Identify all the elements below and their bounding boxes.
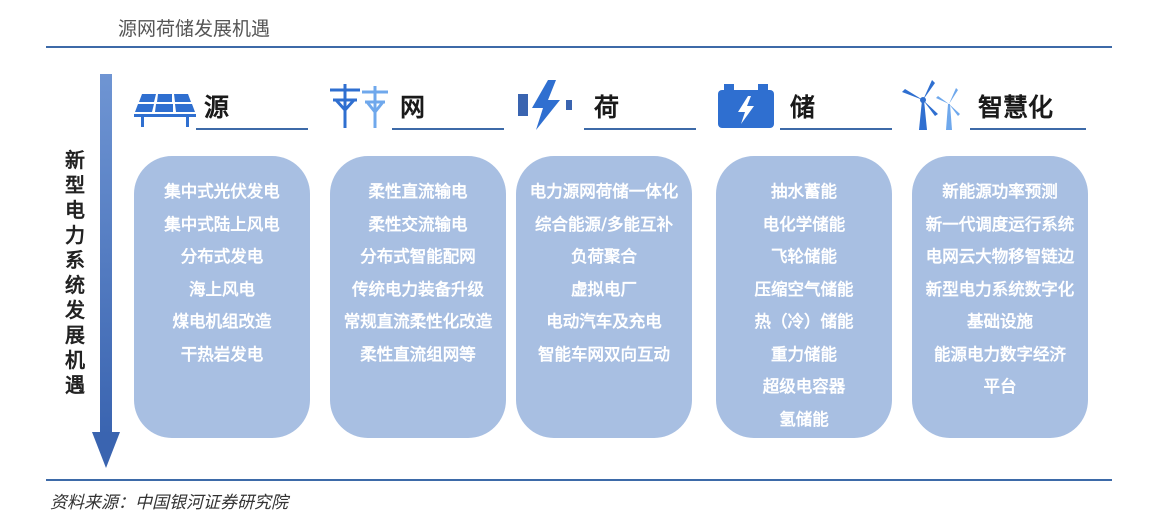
side-label: 新型电力系统发展机遇	[65, 148, 85, 397]
list-item: 电网云大物移智链边	[925, 247, 1075, 266]
list-item: 电力源网荷储一体化	[529, 182, 679, 201]
list-item: 海上风电	[189, 279, 255, 299]
list-item: 基础设施	[967, 312, 1033, 331]
list-item: 电动汽车及充电	[546, 312, 662, 331]
power-tower-icon	[330, 84, 388, 128]
list-item: 综合能源/多能互补	[534, 214, 674, 234]
title-underline	[584, 128, 696, 130]
list-item: 重力储能	[771, 344, 837, 364]
list-item: 新一代调度运行系统	[925, 214, 1075, 234]
list-item: 柔性交流输电	[368, 214, 468, 234]
list-item: 分布式智能配网	[360, 247, 476, 266]
page-title: 源网荷储发展机遇	[118, 18, 271, 40]
list-item: 集中式陆上风电	[164, 214, 280, 234]
column-smart: 智慧化 新能源功率预测 新一代调度运行系统 电网云大物移智链边 新型电力系统数字…	[902, 74, 1088, 438]
list-item: 柔性直流组网等	[360, 344, 476, 364]
title-underline	[780, 128, 892, 130]
column-source: 源 集中式光伏发电 集中式陆上风电 分布式发电 海上风电 煤电机组改造 干热岩发…	[134, 74, 310, 438]
list-item: 负荷聚合	[571, 247, 637, 266]
title-underline	[970, 128, 1086, 130]
column-title: 网	[400, 93, 426, 122]
list-item: 平台	[983, 377, 1017, 396]
list-item: 抽水蓄能	[771, 182, 837, 201]
panel-load: 电力源网荷储一体化 综合能源/多能互补 负荷聚合 虚拟电厂 电动汽车及充电 智能…	[516, 156, 692, 438]
wind-turbine-icon	[902, 80, 960, 130]
panel-grid: 柔性直流输电 柔性交流输电 分布式智能配网 传统电力装备升级 常规直流柔性化改造…	[330, 156, 506, 438]
column-load: 荷 电力源网荷储一体化 综合能源/多能互补 负荷聚合 虚拟电厂 电动汽车及充电 …	[516, 74, 696, 438]
list-item: 能源电力数字经济	[934, 344, 1066, 364]
list-item: 智能车网双向互动	[538, 344, 670, 364]
list-item: 超级电容器	[762, 377, 846, 396]
title-underline	[392, 128, 504, 130]
list-item: 传统电力装备升级	[352, 279, 484, 299]
column-title: 智慧化	[978, 93, 1054, 122]
list-item: 飞轮储能	[771, 247, 837, 266]
solar-panel-icon	[134, 94, 196, 127]
column-grid: 网 柔性直流输电 柔性交流输电 分布式智能配网 传统电力装备升级 常规直流柔性化…	[330, 74, 506, 438]
battery-icon	[718, 84, 774, 128]
list-item: 煤电机组改造	[172, 312, 272, 331]
panel-storage: 抽水蓄能 电化学储能 飞轮储能 压缩空气储能 热（冷）储能 重力储能 超级电容器…	[716, 156, 892, 438]
title-underline	[196, 128, 308, 130]
column-title: 源	[204, 93, 230, 122]
footer-divider	[46, 479, 1112, 481]
list-item: 压缩空气储能	[754, 279, 854, 299]
list-item: 虚拟电厂	[571, 279, 637, 299]
header-divider	[46, 46, 1112, 48]
list-item: 新能源功率预测	[942, 182, 1058, 201]
list-item: 热（冷）储能	[754, 312, 854, 331]
list-item: 柔性直流输电	[368, 182, 468, 201]
column-storage: 储 抽水蓄能 电化学储能 飞轮储能 压缩空气储能 热（冷）储能 重力储能 超级电…	[716, 74, 892, 438]
list-item: 氢储能	[779, 409, 829, 429]
list-item: 干热岩发电	[180, 344, 264, 364]
column-title: 荷	[594, 93, 620, 122]
list-item: 集中式光伏发电	[164, 182, 280, 201]
column-title: 储	[790, 93, 816, 122]
down-arrow-icon	[92, 74, 120, 468]
list-item: 电化学储能	[762, 214, 846, 234]
panel-smart: 新能源功率预测 新一代调度运行系统 电网云大物移智链边 新型电力系统数字化 基础…	[912, 156, 1088, 438]
source-note: 资料来源：中国银河证券研究院	[50, 493, 288, 513]
lightning-battery-icon	[518, 80, 572, 130]
panel-source: 集中式光伏发电 集中式陆上风电 分布式发电 海上风电 煤电机组改造 干热岩发电	[134, 156, 310, 438]
list-item: 新型电力系统数字化	[925, 279, 1075, 299]
list-item: 分布式发电	[180, 247, 264, 266]
list-item: 常规直流柔性化改造	[343, 312, 493, 331]
